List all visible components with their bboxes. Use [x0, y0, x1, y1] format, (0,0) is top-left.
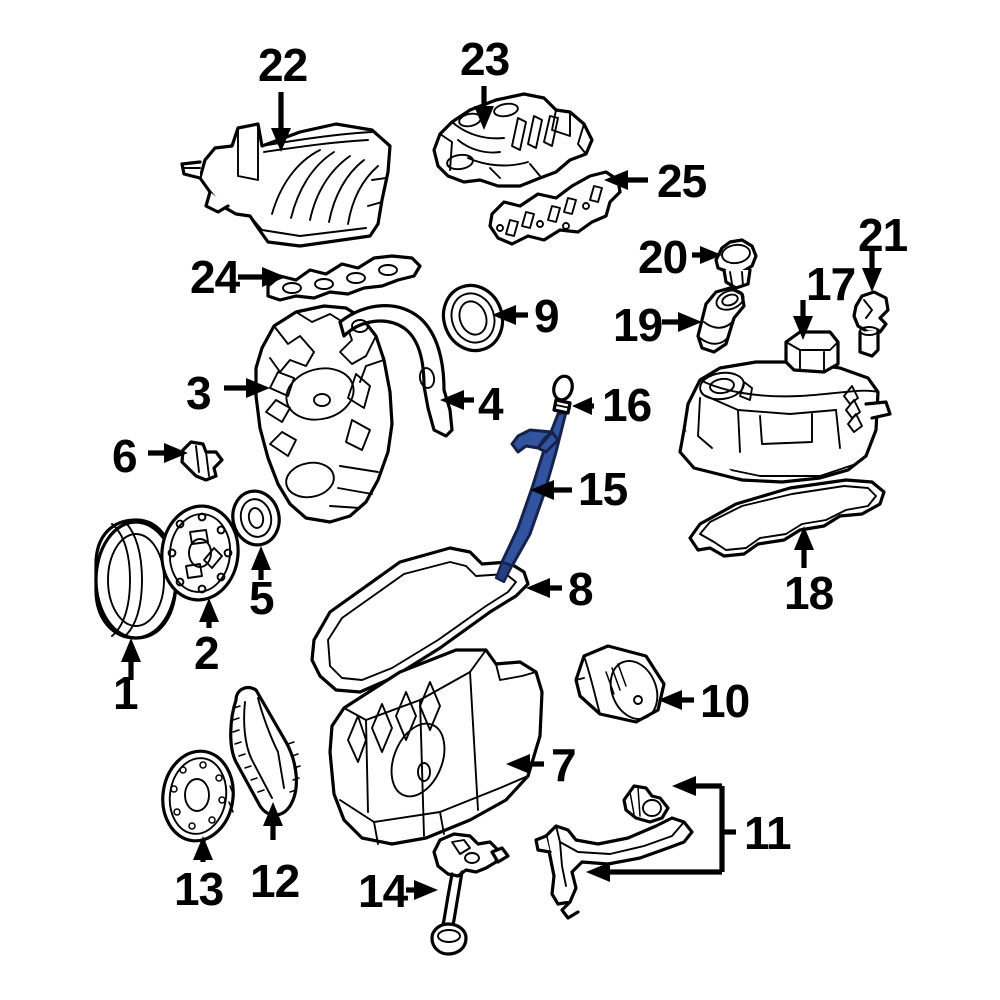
leader-19	[662, 312, 702, 332]
leader-4	[440, 390, 474, 410]
callout-15[interactable]: 15	[578, 463, 628, 515]
callout-13[interactable]: 13	[174, 863, 224, 915]
part-oil-level-dipstick	[552, 374, 574, 415]
leader-1	[121, 638, 141, 680]
callout-24[interactable]: 24	[190, 251, 240, 303]
leader-12	[263, 802, 283, 840]
leader-15	[530, 480, 572, 500]
leader-2	[199, 598, 219, 628]
callout-20[interactable]: 20	[638, 231, 688, 283]
leader-6	[148, 443, 188, 463]
part-crankshaft-front-seal	[231, 489, 281, 547]
leader-10	[658, 690, 694, 710]
callout-3[interactable]: 3	[186, 367, 212, 419]
part-timing-chain-cover	[254, 304, 394, 524]
callout-11[interactable]: 11	[744, 807, 792, 859]
leader-20	[692, 246, 722, 264]
part-oil-pan-gasket	[310, 546, 530, 694]
callout-1[interactable]: 1	[113, 667, 139, 719]
leader-5	[251, 546, 271, 580]
leader-7	[506, 754, 544, 774]
leader-23	[474, 86, 494, 130]
leader-24	[238, 267, 286, 287]
callout-14[interactable]: 14	[358, 865, 408, 917]
part-oil-cooler-line-bracket	[534, 784, 694, 920]
callout-5[interactable]: 5	[249, 572, 275, 624]
callout-18[interactable]: 18	[784, 567, 834, 619]
part-oil-filler-neck-tube	[696, 286, 746, 354]
part-camshaft-seal	[441, 283, 505, 353]
leader-21	[862, 250, 882, 292]
part-timing-cover-gasket	[338, 304, 454, 438]
callout-7[interactable]: 7	[551, 739, 577, 791]
callout-17[interactable]: 17	[806, 258, 856, 310]
callout-9[interactable]: 9	[534, 290, 560, 342]
leader-9	[492, 305, 528, 325]
leader-17	[793, 300, 813, 340]
callout-12[interactable]: 12	[250, 855, 300, 907]
part-camshaft-position-sensor	[852, 290, 890, 358]
part-engine-coolant-temp-sensor	[180, 440, 224, 482]
part-oil-filter	[574, 644, 666, 724]
callout-2[interactable]: 2	[194, 627, 220, 679]
callout-23[interactable]: 23	[460, 33, 510, 85]
part-oil-filler-cap	[714, 238, 758, 290]
part-timing-chain	[229, 686, 301, 817]
leader-13	[193, 836, 213, 862]
callout-8[interactable]: 8	[568, 563, 594, 615]
callout-4[interactable]: 4	[478, 378, 504, 430]
leader-22	[271, 92, 291, 152]
leader-18	[794, 526, 814, 568]
part-oil-pump-pickup-tube	[430, 832, 510, 956]
part-oil-pan	[328, 648, 544, 846]
part-crankshaft-pulley	[94, 518, 178, 640]
part-intake-manifold-gasket	[266, 254, 422, 302]
leader-11	[586, 776, 736, 882]
part-valve-cover-gasket	[688, 478, 886, 558]
callout-19[interactable]: 19	[613, 299, 663, 351]
part-valve-cover-lower	[678, 330, 892, 484]
part-oil-level-dipstick-tube	[494, 410, 568, 584]
callout-25[interactable]: 25	[657, 155, 707, 207]
part-crankshaft-damper-hub	[160, 504, 240, 602]
callout-16[interactable]: 16	[602, 379, 652, 431]
callout-6[interactable]: 6	[112, 430, 138, 482]
callout-21[interactable]: 21	[858, 209, 908, 261]
part-valve-cover-upper	[432, 92, 594, 188]
part-upper-intake-manifold	[180, 122, 392, 248]
callout-22[interactable]: 22	[258, 39, 308, 91]
leader-25	[604, 170, 648, 190]
leader-3	[224, 378, 270, 398]
leader-8	[526, 578, 562, 598]
part-camshaft-sprocket	[161, 749, 235, 843]
callout-10[interactable]: 10	[700, 675, 750, 727]
leader-16	[572, 397, 594, 415]
leader-14	[406, 880, 438, 900]
part-lower-intake-manifold-gasket	[488, 170, 622, 246]
